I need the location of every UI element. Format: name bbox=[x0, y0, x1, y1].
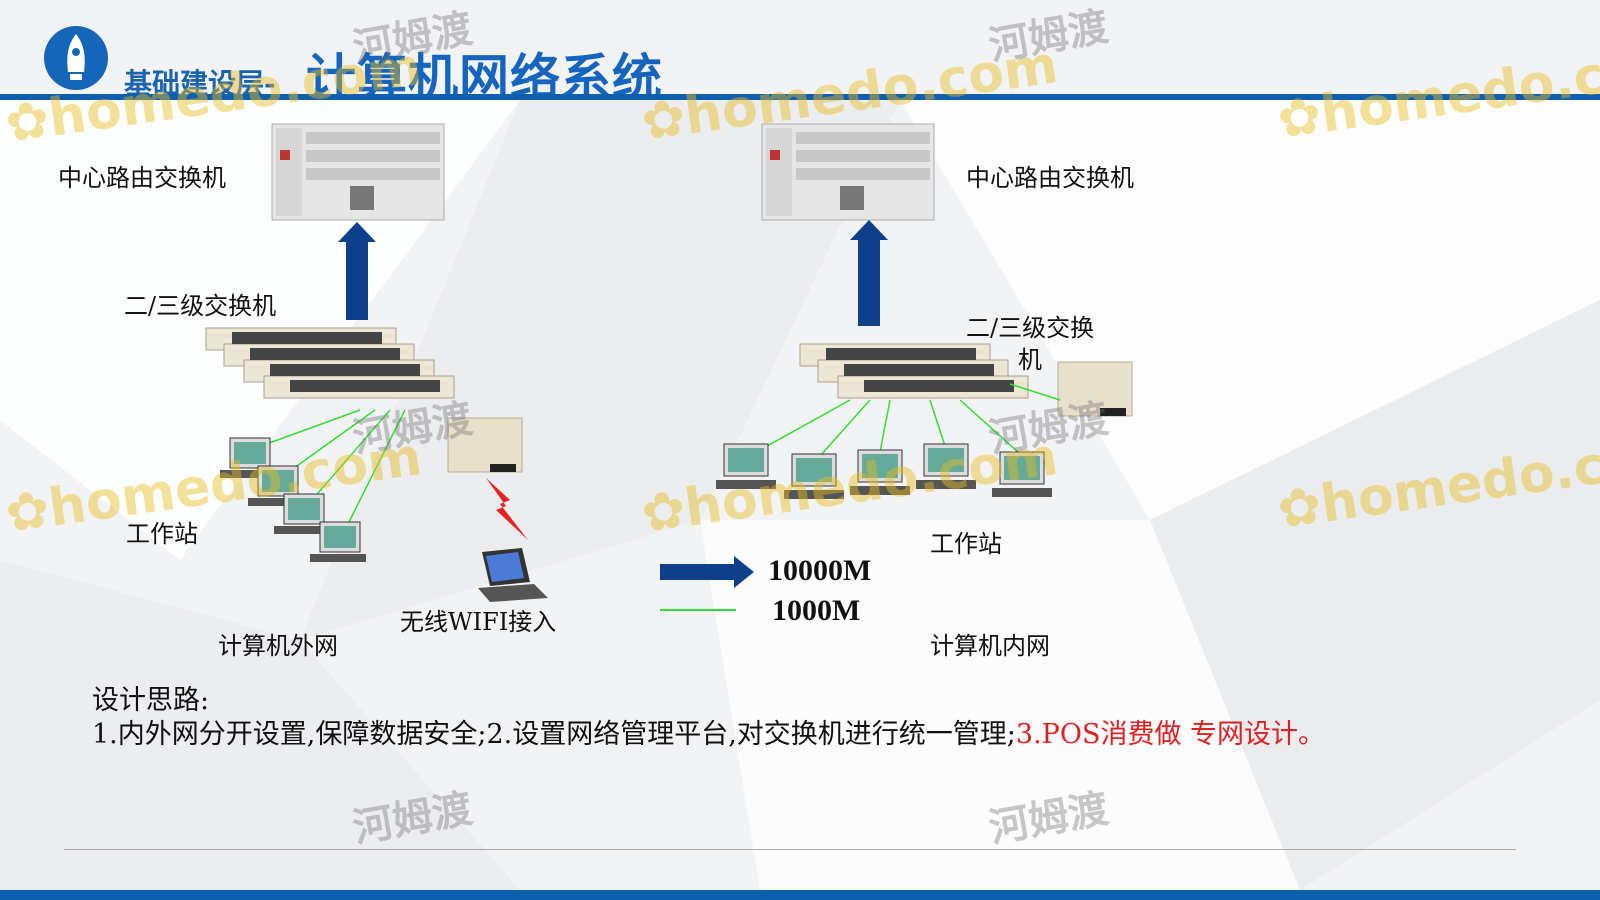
logo bbox=[44, 26, 108, 90]
left-wireless-ap bbox=[447, 417, 523, 473]
right-switch-stack bbox=[799, 343, 1029, 399]
left-core-router bbox=[271, 123, 445, 221]
footer-divider bbox=[64, 849, 1516, 850]
notes-title: 设计思路: bbox=[92, 685, 210, 716]
left-switch-stack bbox=[205, 327, 455, 399]
right-wireless-ap bbox=[1057, 361, 1133, 417]
left-uplink-arrow bbox=[338, 222, 376, 320]
footer-bar bbox=[0, 890, 1600, 900]
right-uplink-arrow bbox=[850, 220, 888, 326]
right-workstations bbox=[716, 443, 1052, 499]
notes-item-1: 1.内外网分开设置,保障数据安全; bbox=[92, 719, 487, 750]
left-workstations bbox=[220, 437, 366, 562]
legend-line-label: 1000M bbox=[772, 594, 861, 627]
laptop-icon bbox=[478, 548, 548, 602]
header-divider bbox=[0, 94, 1600, 100]
notes-body: 1.内外网分开设置,保障数据安全;2.设置网络管理平台,对交换机进行统一管理;3… bbox=[92, 717, 1412, 753]
wifi-label: 无线WIFI接入 bbox=[400, 608, 557, 636]
notes-item-2: 2.设置网络管理平台,对交换机进行统一管理; bbox=[486, 719, 1016, 750]
right-switch-label-2: 机 bbox=[1018, 346, 1042, 374]
right-switch-label-1: 二/三级交换 bbox=[966, 314, 1095, 342]
left-core-label: 中心路由交换机 bbox=[58, 164, 226, 192]
left-workstation-label: 工作站 bbox=[126, 520, 198, 548]
rocket-icon bbox=[67, 34, 85, 80]
right-core-label: 中心路由交换机 bbox=[966, 164, 1134, 192]
left-network-label: 计算机外网 bbox=[218, 632, 338, 660]
right-gigabit-links bbox=[759, 383, 1061, 457]
notes-item-3: 3.POS消费做 专网设计。 bbox=[1015, 719, 1326, 750]
right-workstation-label: 工作站 bbox=[930, 530, 1002, 558]
legend-arrow-label: 10000M bbox=[768, 554, 872, 587]
legend-arrow bbox=[660, 556, 754, 588]
right-network-label: 计算机内网 bbox=[930, 632, 1050, 660]
wireless-signal-icon bbox=[486, 478, 528, 540]
left-switch-label: 二/三级交换机 bbox=[124, 292, 277, 320]
right-core-router bbox=[761, 123, 935, 221]
